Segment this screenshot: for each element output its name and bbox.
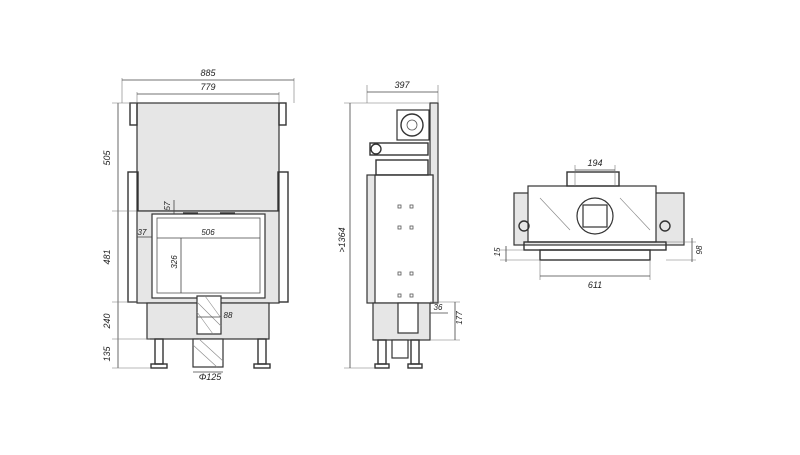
side-leg-right: [410, 339, 420, 365]
top-fan-right: [659, 220, 671, 232]
dim-front-top-height: 505: [102, 150, 112, 166]
dim-top-lip-height: 15: [493, 247, 502, 256]
side-leg-left: [377, 339, 387, 365]
dim-front-leg-height: 135: [102, 346, 112, 362]
dim-side-depth: 397: [394, 80, 410, 90]
side-inner-body: [374, 174, 434, 304]
top-view: 194 611 15 98: [493, 158, 704, 290]
side-top-collar: [369, 142, 429, 156]
dim-front-flue-diameter: Φ125: [199, 372, 223, 382]
front-top-bracket-right: [278, 102, 287, 126]
front-flue-collar: [192, 338, 224, 368]
dim-front-glass-height: 326: [170, 255, 179, 269]
front-view: 885 779 505 481 240 135 57 37 506 326 88…: [102, 68, 295, 382]
dim-front-door-height: 481: [102, 249, 112, 264]
dim-front-glass-width: 506: [201, 228, 215, 237]
dim-side-base-offset: 36: [434, 303, 443, 312]
dim-top-depth: 98: [695, 245, 704, 254]
dim-front-base-height: 240: [102, 313, 112, 329]
dim-front-overall-width: 885: [200, 68, 216, 78]
dim-top-front-width: 611: [588, 280, 602, 290]
dim-front-duct-width: 88: [224, 311, 233, 320]
top-fan-left: [518, 220, 530, 232]
front-foot-left: [150, 363, 168, 369]
top-flue-plate: [566, 171, 620, 187]
front-air-duct: [196, 295, 222, 335]
dim-top-flue-width: 194: [587, 158, 602, 168]
dim-front-glass-top: 57: [163, 201, 172, 210]
front-upper-casing: [136, 102, 280, 212]
front-glass-inner: [156, 217, 261, 294]
front-foot-right: [253, 363, 271, 369]
front-top-bracket-left: [129, 102, 138, 126]
front-leg-right: [257, 338, 267, 365]
dim-front-glass-left: 37: [138, 228, 147, 237]
front-leg-left: [154, 338, 164, 365]
side-flue: [391, 339, 409, 359]
side-duct: [397, 302, 419, 334]
dim-side-total-height: >1364: [337, 227, 347, 252]
dim-front-inner-width: 779: [200, 82, 215, 92]
front-glass: [151, 213, 266, 299]
side-fan-circle: [400, 113, 424, 137]
top-front-frame: [539, 249, 651, 261]
side-upper-box: [375, 159, 429, 176]
dim-side-base-height: 177: [455, 311, 464, 325]
side-view: 397 >1364 36 177: [337, 80, 464, 369]
